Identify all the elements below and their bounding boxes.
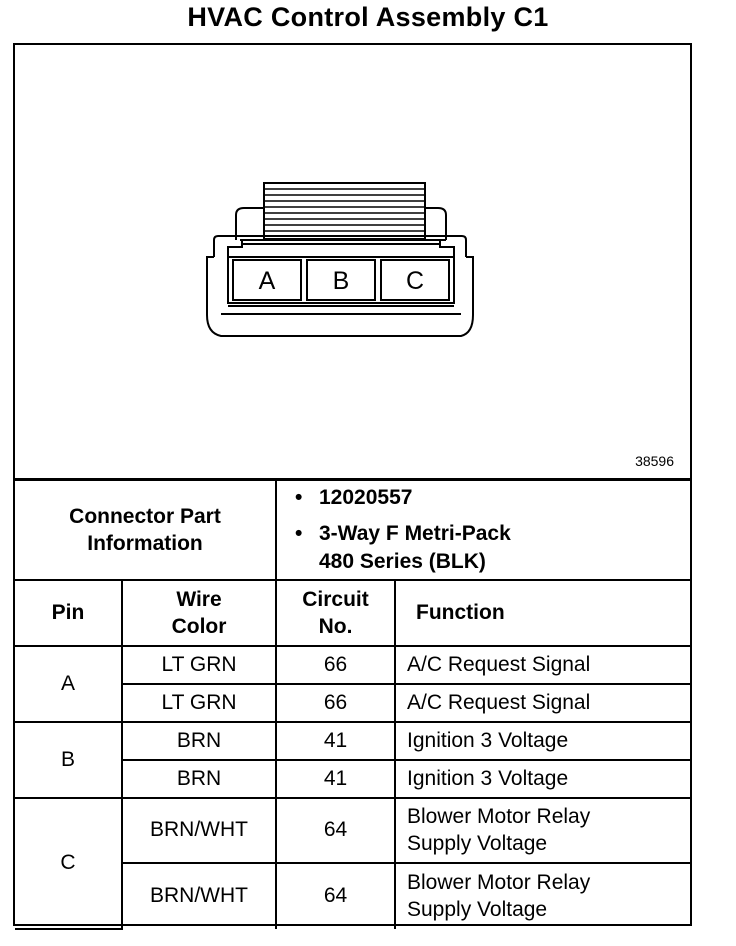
pin-cell: C (15, 796, 123, 930)
wire-color-cell: LT GRN (122, 682, 277, 723)
function-cell: A/C Request Signal (394, 644, 690, 685)
table-row: A LT GRN 66 A/C Request Signal (15, 644, 690, 723)
wire-color-cell: BRN (122, 758, 277, 799)
circuit-cell: 64 (275, 861, 396, 929)
function-cell: Ignition 3 Voltage (394, 720, 690, 761)
circuit-cell: 64 (275, 796, 396, 864)
table-row: LT GRN 66 A/C Request Signal (15, 682, 690, 723)
wire-color-cell: BRN/WHT (121, 796, 277, 864)
connector-frame: A B C 38596 Connector Part Information •… (13, 43, 692, 930)
circuit-cell: 41 (275, 720, 396, 761)
pin-cell: A (15, 644, 123, 723)
header-wire-color: Wire Color (121, 578, 277, 647)
part-description-line1: 3-Way F Metri-Pack (319, 521, 511, 545)
bullet-icon: • (295, 485, 303, 509)
header-circuit-no: Circuit No. (275, 578, 396, 647)
connector-drawing: A B C (206, 182, 474, 337)
figure-number: 38596 (635, 453, 674, 469)
cavity-b (306, 259, 376, 301)
circuit-cell: 41 (275, 758, 396, 799)
function-cell: Blower Motor Relay Supply Voltage (394, 796, 690, 864)
wire-color-cell: BRN (121, 720, 277, 761)
part-description-line2: 480 Series (BLK) (319, 549, 486, 573)
wire-color-cell: BRN/WHT (122, 861, 277, 929)
pin-label-a: A (259, 267, 276, 295)
cavity-c (380, 259, 450, 301)
part-info-label: Connector Part Information (15, 478, 277, 581)
table-row: BRN/WHT 64 Blower Motor Relay Supply Vol… (15, 861, 690, 929)
left-ear (213, 235, 240, 257)
part-number: 12020557 (319, 485, 413, 509)
header-row: Pin Wire Color Circuit No. Function (15, 578, 690, 647)
pin-label-c: C (406, 267, 424, 295)
wire-color-cell: LT GRN (121, 644, 277, 685)
part-info-details: • 12020557 • 3-Way F Metri-Pack 480 Series… (275, 478, 690, 581)
table-row: C BRN/WHT 64 Blower Motor Relay Supply V… (15, 796, 690, 930)
bullet-icon: • (295, 521, 303, 545)
pinout-table: Connector Part Information • 12020557 • 3-… (15, 478, 690, 930)
circuit-cell: 66 (275, 682, 396, 723)
header-pin: Pin (15, 578, 123, 647)
pin-cell: B (15, 720, 123, 799)
part-info-row: Connector Part Information • 12020557 • 3-… (15, 478, 690, 581)
function-cell: Ignition 3 Voltage (394, 758, 690, 799)
function-cell: Blower Motor Relay Supply Voltage (394, 861, 690, 929)
table-row: B BRN 41 Ignition 3 Voltage (15, 720, 690, 799)
function-cell: A/C Request Signal (394, 682, 690, 723)
right-ear (446, 235, 467, 257)
table-row: BRN 41 Ignition 3 Voltage (15, 758, 690, 799)
connector-body (206, 256, 474, 337)
header-function: Function (394, 578, 690, 647)
pin-label-b: B (333, 267, 350, 295)
circuit-cell: 66 (275, 644, 396, 685)
connector-diagram: A B C 38596 (15, 45, 690, 478)
cavity-a (232, 259, 302, 301)
latch-ribs (264, 188, 425, 232)
page-title: HVAC Control Assembly C1 (187, 2, 549, 32)
